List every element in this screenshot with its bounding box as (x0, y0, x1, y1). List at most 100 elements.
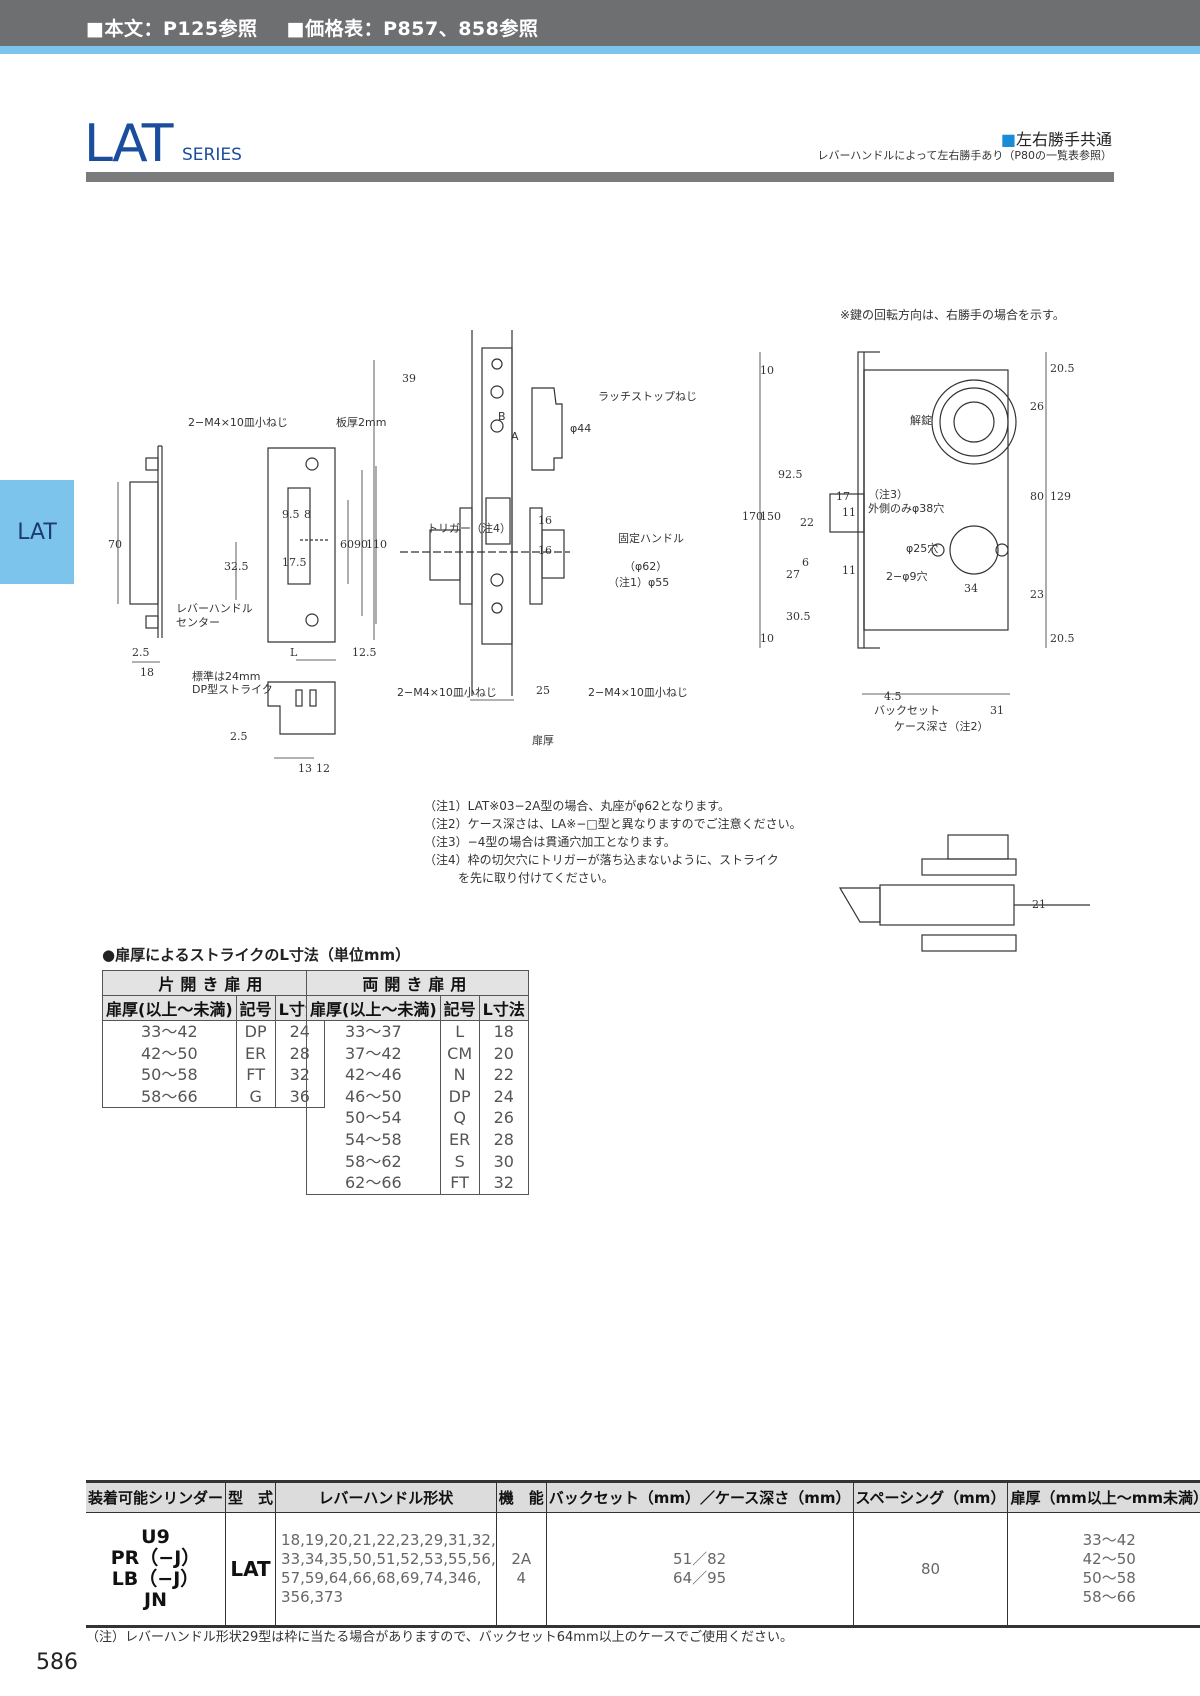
svg-text:12.5: 12.5 (352, 646, 377, 659)
note-4: （注4）枠の切欠穴にトリガーが落ち込まないように、ストライク (424, 853, 779, 867)
strike-bottom-view (267, 681, 336, 759)
spacing-value: 80 (852, 1512, 1008, 1628)
svg-text:25: 25 (536, 684, 550, 697)
svg-text:32.5: 32.5 (224, 560, 249, 573)
note-3: （注3）−4型の場合は貫通穴加工となります。 (424, 835, 676, 849)
col-code: 記号 (439, 995, 480, 1021)
ref-main-text[interactable]: ■本文：P125参照 (86, 18, 258, 40)
col-lever: レバーハンドル形状 (275, 1480, 497, 1513)
side-tab-lat[interactable]: LAT (0, 480, 74, 584)
double-door-group: 両開き扉用 (306, 970, 529, 996)
header-accent-line (0, 46, 1200, 54)
col-model: 型 式 (225, 1480, 276, 1513)
svg-text:外側のみφ38穴: 外側のみφ38穴 (868, 501, 944, 515)
footnote: （注）レバーハンドル形状29型は枠に当たる場合がありますので、バックセット64m… (86, 1630, 793, 1645)
svg-text:17.5: 17.5 (282, 556, 307, 569)
drawing-dimensions: 70 2.5 18 32.5 9.5 8 17.5 60 90 110 39 L… (108, 362, 1075, 911)
header-bar (0, 0, 1200, 46)
ref-price-table[interactable]: ■価格表：P857、858参照 (286, 18, 539, 40)
svg-text:92.5: 92.5 (778, 468, 803, 481)
svg-text:31: 31 (990, 704, 1004, 717)
col-thickness: 扉厚（mm以上〜mm未満） (1007, 1480, 1200, 1513)
svg-text:2.5: 2.5 (230, 730, 248, 743)
rotation-note: ※鍵の回転方向は、右勝手の場合を示す。 (840, 308, 1065, 322)
svg-text:2−M4×10皿小ねじ: 2−M4×10皿小ねじ (588, 686, 688, 699)
svg-text:17: 17 (836, 490, 850, 503)
svg-text:39: 39 (402, 372, 416, 385)
svg-text:9.5: 9.5 (282, 508, 300, 521)
col-spacing: スペーシング（mm） (852, 1480, 1008, 1513)
spec-table: 装着可能シリンダー 型 式 レバーハンドル形状 機 能 バックセット（mm）／ケ… (86, 1480, 1200, 1628)
svg-text:22: 22 (800, 516, 814, 529)
header-references: ■本文：P125参照 ■価格表：P857、858参照 (86, 14, 560, 41)
svg-text:DP型ストライク: DP型ストライク (192, 682, 273, 696)
svg-text:L: L (290, 646, 298, 659)
svg-text:ケース深さ（注2）: ケース深さ（注2） (894, 719, 988, 733)
lever-list: 18,19,20,21,22,23,29,31,32,33,34,35,50,5… (275, 1512, 497, 1628)
svg-text:60: 60 (340, 538, 354, 551)
col-door-thickness: 扉厚(以上〜未満) (102, 995, 237, 1021)
svg-text:B: B (498, 410, 506, 423)
lock-side-view (400, 330, 570, 701)
svg-text:A: A (511, 430, 519, 443)
svg-text:10: 10 (760, 632, 774, 645)
svg-text:80: 80 (1030, 490, 1044, 503)
svg-text:20.5: 20.5 (1050, 632, 1075, 645)
svg-text:10: 10 (760, 364, 774, 377)
svg-text:13: 13 (298, 762, 312, 775)
svg-text:2−M4×10皿小ねじ: 2−M4×10皿小ねじ (397, 686, 497, 699)
page-number: 586 (36, 1650, 78, 1675)
drawing-labels: 2−M4×10皿小ねじ 板厚2mm レバーハンドル センター 標準は24mm D… (176, 390, 988, 747)
note-2: （注2）ケース深さは、LA※−□型と異なりますのでご注意ください。 (424, 817, 802, 831)
svg-text:2−φ9穴: 2−φ9穴 (886, 569, 927, 583)
drawing-notes: （注1）LAT※03−2A型の場合、丸座がφ62となります。 （注2）ケース深さ… (424, 797, 802, 887)
note-4-continued: を先に取り付けてください。 (458, 871, 614, 885)
strike-view (129, 445, 336, 643)
svg-text:110: 110 (366, 538, 387, 551)
svg-text:6: 6 (802, 556, 809, 569)
series-title: LAT (84, 114, 173, 174)
col-backset: バックセット（mm）／ケース深さ（mm） (545, 1480, 854, 1513)
svg-text:27: 27 (786, 568, 800, 581)
svg-text:φ25穴: φ25穴 (906, 541, 938, 555)
svg-text:12: 12 (316, 762, 330, 775)
svg-text:トリガー（注4）: トリガー（注4） (427, 521, 511, 535)
lever-section-view (838, 834, 1090, 952)
svg-text:30.5: 30.5 (786, 610, 811, 623)
svg-text:φ44: φ44 (570, 422, 591, 435)
svg-text:扉厚: 扉厚 (532, 734, 554, 747)
svg-text:センター: センター (176, 616, 220, 629)
col-l-dimension: L寸法 (478, 995, 529, 1021)
svg-text:34: 34 (964, 582, 978, 595)
svg-text:解錠: 解錠 (910, 413, 932, 427)
bullet-square-icon: ■ (1000, 130, 1016, 149)
svg-text:板厚2mm: 板厚2mm (336, 415, 386, 429)
svg-text:（注1）φ55: （注1）φ55 (608, 575, 669, 589)
col-code: 記号 (235, 995, 276, 1021)
svg-text:26: 26 (1030, 400, 1044, 413)
svg-text:（注3）: （注3） (868, 487, 908, 501)
svg-text:固定ハンドル: 固定ハンドル (618, 531, 684, 545)
svg-text:70: 70 (108, 538, 122, 551)
svg-text:16: 16 (538, 544, 552, 557)
technical-drawing: 2−M4×10皿小ねじ 板厚2mm レバーハンドル センター 標準は24mm D… (108, 330, 1090, 952)
svg-text:170: 170 (742, 510, 763, 523)
strike-table-title: ●扉厚によるストライクのL寸法（単位mm） (102, 946, 411, 964)
svg-text:16: 16 (538, 514, 552, 527)
